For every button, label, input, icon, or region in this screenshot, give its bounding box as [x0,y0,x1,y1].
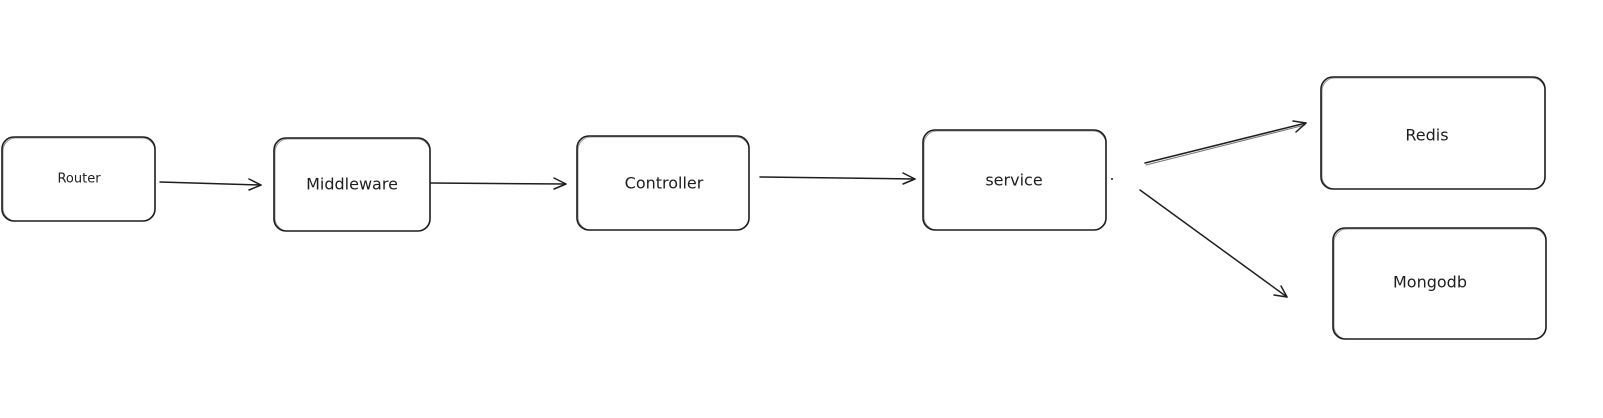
node-redis[interactable]: Redis [1320,76,1546,190]
arrow-head [902,172,916,185]
node-box-sketch [577,136,750,231]
node-label: Redis [1405,126,1448,145]
node-box-sketch [1333,228,1547,340]
arrow-line [1144,122,1307,164]
edge-middleware-controller [430,177,567,190]
node-label: Middleware [306,175,398,194]
node-label: Mongodb [1393,273,1467,292]
node-label: service [985,171,1042,190]
node-label: Controller [625,174,704,193]
arrow-head [1273,285,1288,298]
arrow-line [1139,189,1288,298]
arrow-head [1292,120,1307,133]
node-service[interactable]: service [922,129,1107,231]
node-middleware[interactable]: Middleware [273,137,431,232]
node-controller[interactable]: Controller [576,135,750,231]
arrow-line [159,181,262,186]
node-box-sketch [1321,77,1546,190]
arrow-head [553,177,567,190]
node-router[interactable]: Router [1,136,156,222]
arrow-line [759,176,916,180]
node-mongodb[interactable]: Mongodb [1332,227,1547,340]
edge-router-middleware [159,178,262,191]
node-box-sketch [2,137,156,222]
edge-service-redis [1144,120,1307,166]
edge-controller-service [759,172,916,185]
stray-dot [1111,178,1113,180]
node-box-sketch [923,130,1107,231]
arrow-head [248,178,262,191]
arrow-line-sketch [1145,124,1306,166]
node-label: Router [57,172,101,187]
arrow-line [430,182,567,185]
edge-service-mongodb [1139,189,1288,298]
node-box-sketch [274,138,431,232]
